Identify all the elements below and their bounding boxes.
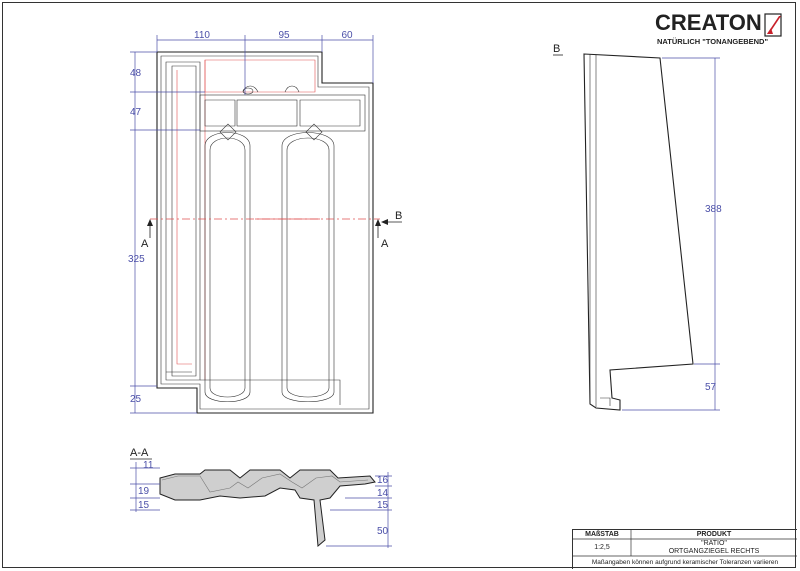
dim-left-4: 25 <box>130 394 142 405</box>
product-name: "RATIO" <box>701 540 727 547</box>
dim-top-1: 110 <box>194 30 210 41</box>
creaton-logo: CREATON NATÜRLICH "TONANGEBEND" <box>655 10 785 50</box>
section-view: A-A 11 19 15 16 14 15 50 <box>130 447 392 548</box>
side-dim-1: 388 <box>705 204 722 215</box>
logo-mark-icon <box>764 13 782 37</box>
scale-value: 1:2,5 <box>594 544 610 551</box>
logo-brand: CREATON <box>655 10 762 35</box>
product-desc: ORTGANGZIEGEL RECHTS <box>668 548 760 555</box>
section-dim-right-4: 50 <box>377 526 389 537</box>
scale-header: MAßSTAB <box>585 531 619 538</box>
logo-tagline: NATÜRLICH "TONANGEBEND" <box>657 37 768 46</box>
dim-left-2: 47 <box>130 107 142 118</box>
plan-dimensions: 110 95 60 48 47 325 25 <box>128 30 374 414</box>
side-view-label: B <box>553 43 560 55</box>
title-block: MAßSTAB PRODUKT 1:2,5 "RATIO" ORTGANGZIE… <box>572 529 797 569</box>
marker-b: B <box>395 210 402 222</box>
title-block-grid <box>573 530 797 557</box>
section-dim-left-1: 11 <box>143 460 154 471</box>
section-dim-left-3: 15 <box>138 500 150 511</box>
section-view-label: A-A <box>130 447 149 459</box>
side-dim-2: 57 <box>705 382 717 393</box>
section-dim-left-2: 19 <box>138 486 150 497</box>
dim-top-3: 60 <box>341 30 353 41</box>
marker-a-left: A <box>141 238 149 250</box>
section-dim-right-3: 15 <box>377 500 389 511</box>
section-markers: A A B <box>141 210 402 250</box>
marker-a-right: A <box>381 238 389 250</box>
dim-left-3: 325 <box>128 254 145 265</box>
footer-note: Maßangaben können aufgrund keramischer T… <box>591 559 779 566</box>
side-view: B 388 57 <box>553 43 722 411</box>
section-dim-right-2: 14 <box>377 488 389 499</box>
dim-left-1: 48 <box>130 68 142 79</box>
product-header: PRODUKT <box>696 531 732 538</box>
section-dim-right-1: 16 <box>377 475 389 486</box>
dim-top-2: 95 <box>278 30 290 41</box>
plan-view <box>150 51 380 414</box>
